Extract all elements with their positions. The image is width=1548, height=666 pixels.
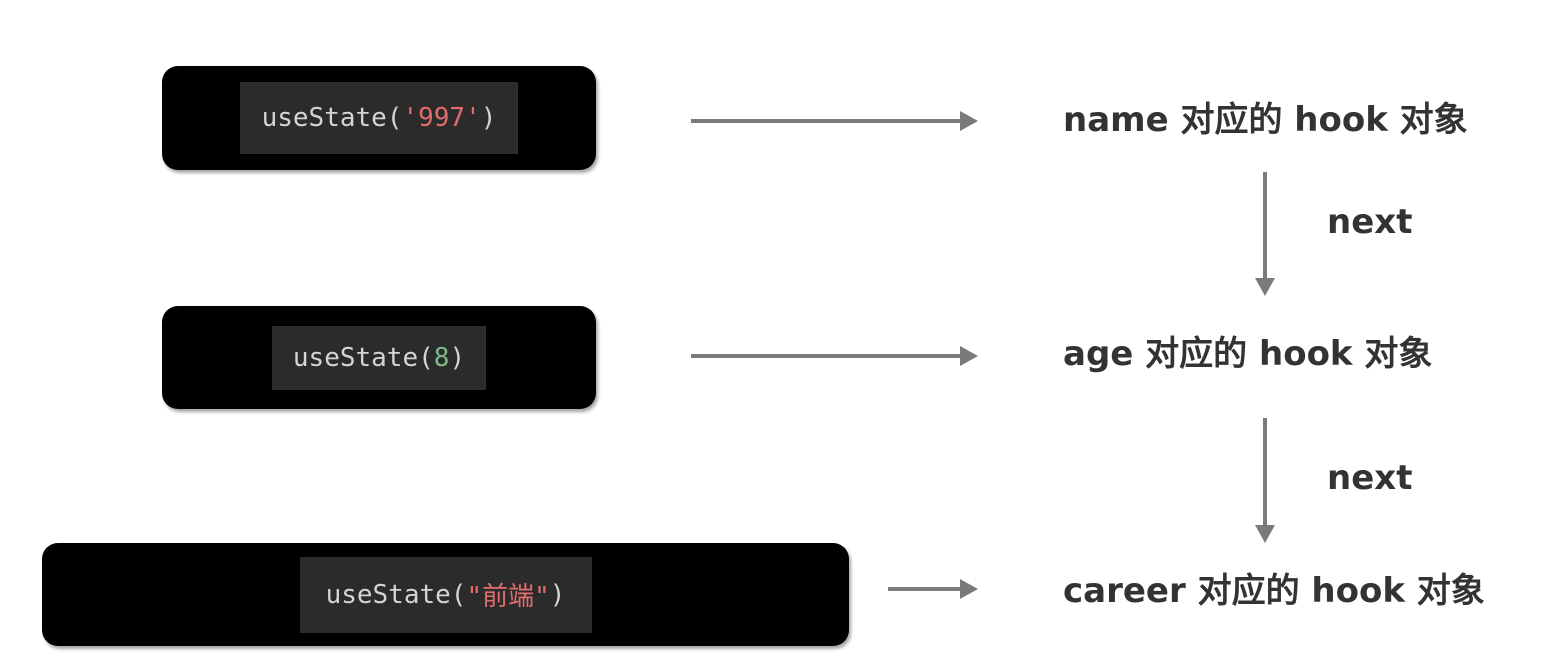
hook-label-name: name 对应的 hook 对象 [1063, 100, 1468, 140]
code-block-name: useState('997') [162, 66, 596, 170]
code-fn: useState( [292, 342, 434, 373]
code-close: ) [449, 342, 466, 373]
next-label-2: next [1327, 458, 1413, 498]
code-close: ) [480, 103, 497, 133]
map-arrowhead-age [960, 346, 978, 366]
hook-label-age: age 对应的 hook 对象 [1063, 334, 1433, 374]
code-fn: useState( [325, 579, 467, 610]
code-snippet-age: useState(8) [272, 325, 486, 390]
map-arrowhead-name [960, 111, 978, 131]
next-arrowhead-1 [1255, 278, 1275, 296]
code-block-age: useState(8) [162, 306, 596, 409]
code-close: ) [549, 579, 566, 610]
code-snippet-name: useState('997') [240, 82, 518, 154]
map-arrowhead-career [960, 579, 978, 599]
next-arrowhead-2 [1255, 525, 1275, 543]
code-arg-number: 8 [433, 342, 450, 373]
code-arg-string: "前端" [466, 582, 550, 612]
next-label-1: next [1327, 202, 1413, 242]
hook-label-career: career 对应的 hook 对象 [1063, 571, 1485, 611]
code-arg-string: '997' [402, 103, 481, 133]
code-block-career: useState("前端") [42, 543, 849, 646]
code-snippet-career: useState("前端") [299, 556, 592, 633]
code-fn: useState( [261, 103, 403, 133]
